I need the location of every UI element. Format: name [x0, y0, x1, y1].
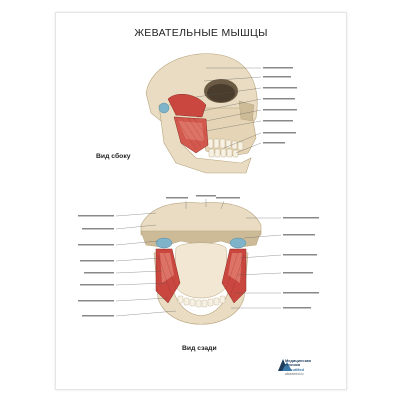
poster-title: ЖЕВАТЕЛЬНЫЕ МЫШЦЫ — [134, 27, 268, 39]
side-view-label-marks — [263, 67, 297, 144]
poster-sheet: ЖЕВАТЕЛЬНЫЕ МЫШЦЫ — [55, 12, 347, 390]
back-view-leader-lines — [115, 199, 282, 317]
back-view-skull — [140, 202, 262, 325]
side-view-skull — [145, 53, 258, 174]
brand-line-2: техника — [285, 362, 301, 368]
brand-line-3: AboutMed — [285, 366, 305, 372]
back-view-label-marks — [78, 195, 319, 317]
brand-logo-icon — [278, 359, 292, 371]
back-view-caption: Вид сзади — [182, 345, 217, 352]
anatomy-illustration — [78, 53, 319, 371]
brand-line-1: Медицинская — [285, 358, 311, 363]
side-view-leader-lines — [195, 67, 262, 154]
brand-url: aboutmed.ru — [285, 372, 304, 377]
side-view-caption: Вид сбоку — [96, 153, 131, 160]
brand-block: Медицинская техника AboutMed aboutmed.ru — [285, 358, 341, 377]
